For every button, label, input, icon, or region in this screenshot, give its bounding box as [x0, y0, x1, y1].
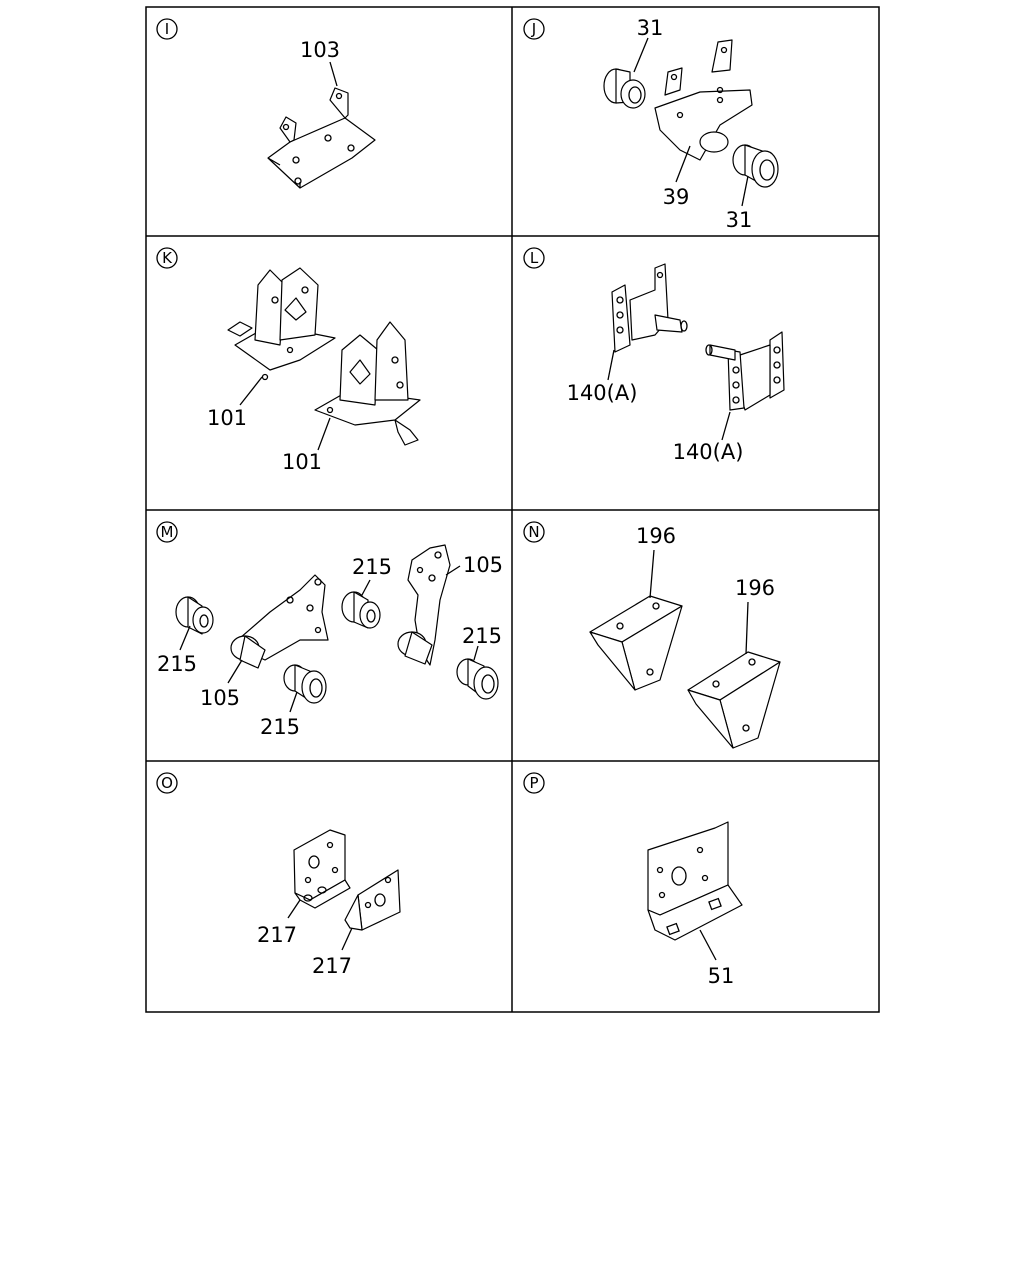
bushing-31-lower	[732, 144, 779, 188]
leader-31-lower	[741, 175, 749, 207]
leader-140a-right	[721, 411, 731, 441]
leader-217-right	[341, 927, 353, 951]
bushing-215-right	[456, 658, 499, 700]
leader-105-left	[227, 659, 243, 684]
leader-51	[699, 929, 717, 961]
leader-196-upper	[649, 549, 655, 599]
panel-M: M	[156, 521, 503, 739]
callout-39: 39	[663, 185, 690, 209]
svg-text:N: N	[528, 523, 539, 541]
callout-215-right: 215	[462, 624, 502, 648]
callout-215-left: 215	[157, 652, 197, 676]
bracket-part-140a-right	[705, 331, 785, 411]
bracket-part-140a-left	[611, 263, 688, 353]
callout-101-right: 101	[282, 450, 322, 474]
leader-39	[675, 145, 691, 183]
leader-215-right	[473, 645, 479, 661]
panel-I-marker: I	[156, 18, 178, 40]
svg-text:O: O	[161, 774, 173, 792]
callout-31-upper: 31	[637, 16, 664, 40]
panel-J: J 31 39 31	[523, 16, 779, 232]
leader-101-left	[239, 376, 263, 406]
panel-P: P 51	[523, 772, 743, 988]
panel-K-marker: K	[156, 247, 178, 269]
panel-K: K 101 101	[156, 247, 421, 474]
leader-31-upper	[633, 37, 649, 73]
leader-103	[329, 61, 338, 87]
bracket-part-196-upper	[589, 595, 683, 691]
callout-105-left: 105	[200, 686, 240, 710]
svg-text:L: L	[530, 249, 539, 267]
bracket-part-196-lower	[687, 651, 781, 749]
callout-51: 51	[708, 964, 735, 988]
callout-140a-right: 140(A)	[673, 440, 744, 464]
leader-140a-left	[607, 349, 615, 381]
leader-105-right	[445, 565, 461, 576]
bushing-215-mid	[341, 591, 381, 629]
panel-L: L 140(A) 140(A)	[523, 247, 785, 464]
leader-215-left	[179, 625, 191, 651]
callout-196-upper: 196	[636, 524, 676, 548]
bracket-part-51	[647, 821, 743, 941]
bushing-31-upper	[603, 68, 646, 109]
callout-215-center: 215	[260, 715, 300, 739]
panel-O-marker: O	[156, 772, 178, 794]
bushing-215-left	[175, 596, 214, 635]
bracket-part-105-right	[397, 544, 451, 666]
leader-215-center	[289, 691, 298, 713]
bracket-part-103	[267, 87, 376, 189]
panel-L-marker: L	[523, 247, 545, 269]
panel-O: O 217 217	[156, 772, 401, 978]
leader-217-left	[287, 899, 301, 919]
callout-31-lower: 31	[726, 208, 753, 232]
grid-frame	[145, 6, 880, 1013]
callout-217-left: 217	[257, 923, 297, 947]
callout-103: 103	[300, 38, 340, 62]
bracket-part-217-left	[293, 829, 351, 909]
callout-196-lower: 196	[735, 576, 775, 600]
svg-text:J: J	[531, 20, 536, 38]
bracket-part-217-right	[344, 869, 401, 931]
callout-217-right: 217	[312, 954, 352, 978]
bushing-215-center	[283, 664, 327, 704]
svg-text:K: K	[162, 249, 173, 267]
panel-P-marker: P	[523, 772, 545, 794]
svg-text:P: P	[529, 774, 538, 792]
panel-M-marker: M	[156, 521, 178, 543]
callout-105-right: 105	[463, 553, 503, 577]
bracket-part-105-left	[230, 574, 329, 669]
panel-N-marker: N	[523, 521, 545, 543]
svg-text:I: I	[165, 20, 169, 38]
bracket-part-39	[654, 39, 753, 161]
panel-N: N 196 196	[523, 521, 781, 749]
panel-J-marker: J	[523, 18, 545, 40]
leader-215-mid	[361, 579, 371, 596]
callout-101-left: 101	[207, 406, 247, 430]
panel-I: I 103	[156, 18, 376, 189]
leader-101-right	[317, 417, 331, 451]
mount-part-101-left	[227, 267, 336, 381]
callout-215-mid: 215	[352, 555, 392, 579]
leader-196-lower	[745, 601, 749, 655]
mount-part-101-right	[314, 321, 421, 446]
callout-140a-left: 140(A)	[567, 381, 638, 405]
svg-text:M: M	[161, 523, 174, 541]
